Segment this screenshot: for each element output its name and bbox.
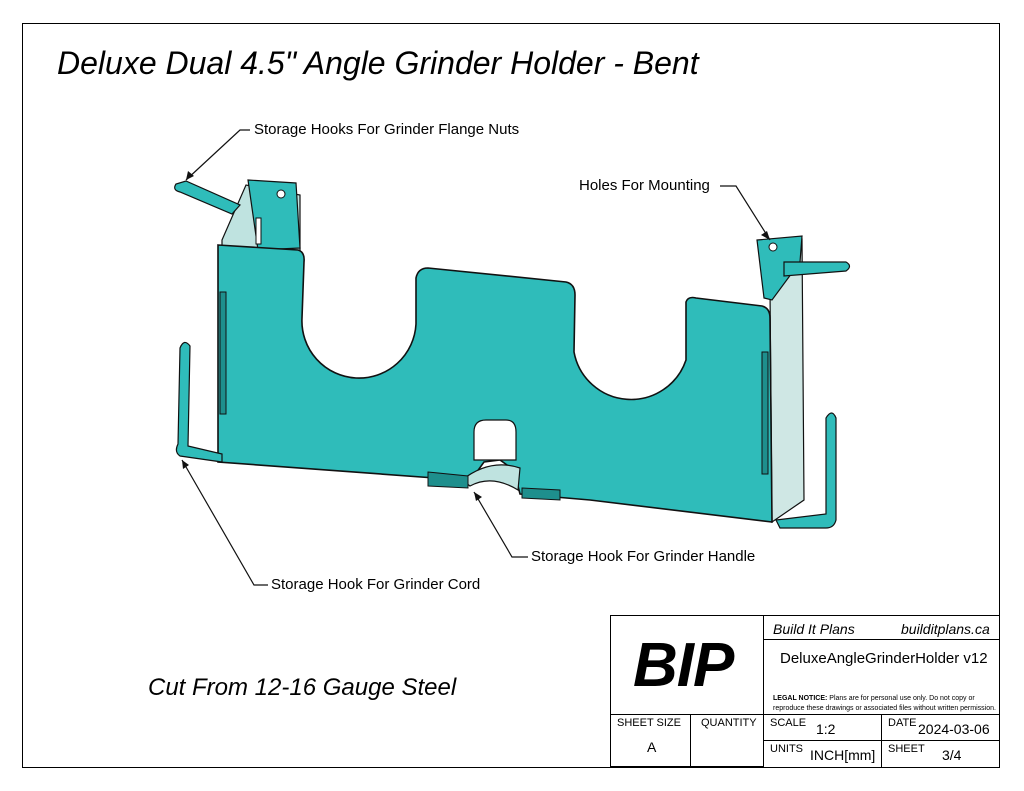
right-edge-slot [761, 351, 769, 475]
callout-cord-hook: Storage Hook For Grinder Cord [271, 576, 481, 593]
bip-logo: BIP [633, 631, 734, 700]
handle-cutout [473, 419, 517, 461]
scale-cell: SCALE 1:2 [764, 715, 882, 741]
sheet-size-cell: SHEET SIZE A [611, 715, 691, 767]
leader-handle-hook [473, 491, 528, 558]
legal-row [764, 682, 1000, 715]
sheet-value: 3/4 [942, 747, 962, 763]
logo-cell: BIP [611, 616, 764, 715]
units-cell: UNITS INCH[mm] [764, 741, 882, 767]
leader-flange-hooks [185, 129, 250, 181]
left-edge-slot [219, 291, 227, 415]
quantity-label: QUANTITY [701, 717, 757, 729]
front-plate [217, 244, 773, 523]
model-name: DeluxeAngleGrinderHolder v12 [780, 650, 988, 667]
quantity-cell: QUANTITY [691, 715, 764, 767]
left-flange-hook [174, 180, 241, 215]
brand-row [764, 616, 1000, 640]
handle-hook [461, 464, 521, 492]
sheet-size-label: SHEET SIZE [617, 717, 681, 729]
material-note: Cut From 12-16 Gauge Steel [148, 674, 457, 701]
right-mount-tab [756, 235, 803, 301]
drawing-title: Deluxe Dual 4.5" Angle Grinder Holder - … [57, 45, 699, 81]
model-row [764, 640, 1000, 682]
sheet-cell: SHEET 3/4 [882, 741, 1000, 767]
sheet-size-value: A [647, 739, 657, 755]
lower-tab-right [521, 487, 561, 501]
legal-notice: LEGAL NOTICE: Plans are for personal use… [773, 694, 1001, 714]
sheet-label: SHEET [888, 743, 925, 755]
leader-cord-hook [181, 459, 268, 586]
callout-handle-hook: Storage Hook For Grinder Handle [531, 548, 756, 565]
units-value: INCH[mm] [810, 747, 876, 763]
brand-name: Build It Plans [773, 621, 855, 637]
units-label: UNITS [770, 743, 803, 755]
scale-label: SCALE [770, 717, 807, 729]
left-slot [255, 217, 262, 245]
left-cord-hook [175, 341, 223, 463]
right-flange-hook [783, 261, 851, 277]
leader-mount-holes [720, 185, 771, 241]
right-cord-hook [775, 412, 837, 529]
title-block: BIP Build It Plans builditplans.ca Delux… [610, 615, 1000, 768]
date-label: DATE [888, 717, 917, 729]
legal-heading: LEGAL NOTICE: [773, 695, 828, 702]
legal-text: Plans are for personal use only. Do not … [773, 695, 996, 712]
lower-tab-left [427, 471, 469, 489]
date-cell: DATE 2024-03-06 [882, 715, 1000, 741]
drawing-border [22, 23, 1000, 768]
website: builditplans.ca [901, 621, 990, 637]
right-mount-hole [768, 242, 778, 252]
callout-flange-hooks: Storage Hooks For Grinder Flange Nuts [254, 121, 520, 138]
left-mount-hole [276, 189, 286, 199]
date-value: 2024-03-06 [918, 721, 990, 737]
scale-value: 1:2 [816, 721, 836, 737]
callout-mount-holes: Holes For Mounting [579, 177, 710, 194]
